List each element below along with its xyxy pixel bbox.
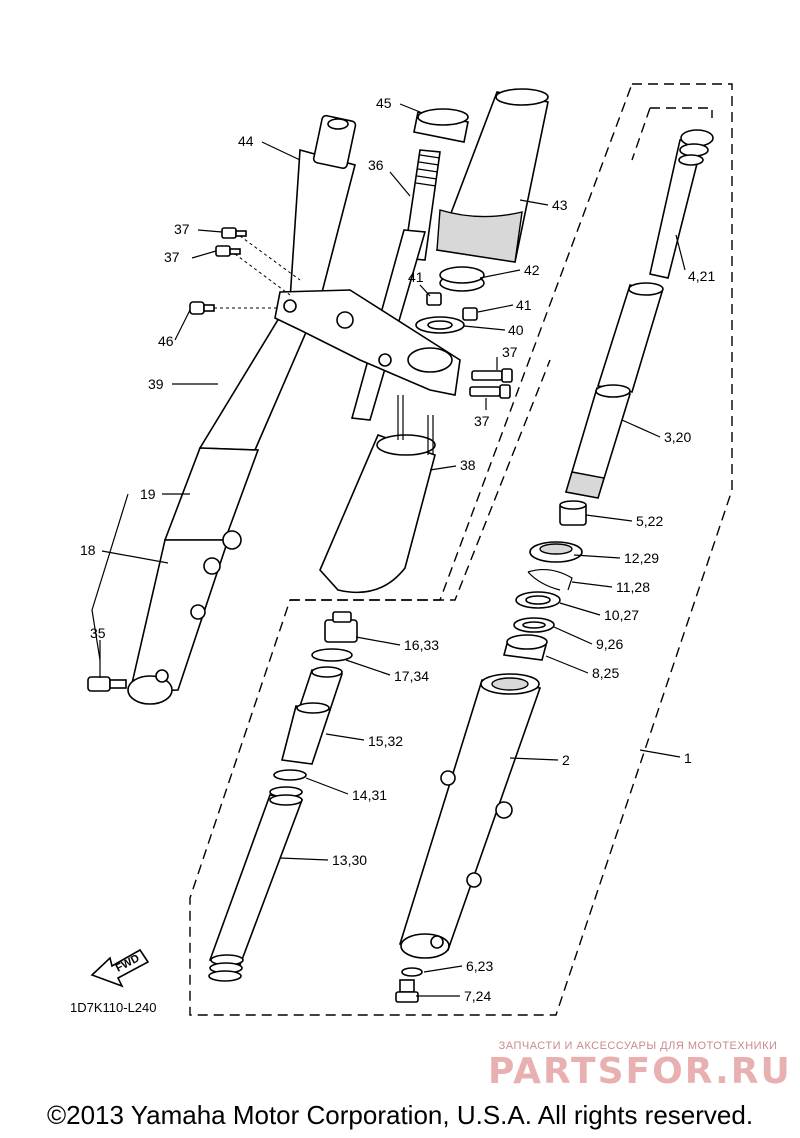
callout-3-20: 3,20 [664, 429, 691, 445]
cover-38 [319, 395, 436, 594]
callout-14-31: 14,31 [352, 787, 387, 803]
callout-2: 2 [562, 752, 570, 768]
bolt-46 [189, 301, 280, 315]
triple-clamp [274, 289, 461, 396]
callout-39: 39 [148, 376, 164, 392]
watermark-subtitle: ЗАПЧАСТИ И АКСЕССУАРЫ ДЛЯ МОТОТЕХНИКИ [498, 1040, 778, 1052]
callout-18: 18 [80, 542, 96, 558]
copyright-notice: ©2013 Yamaha Motor Corporation, U.S.A. A… [46, 1100, 754, 1130]
ring-9-26 [513, 617, 555, 633]
callout-15-32: 15,32 [368, 733, 403, 749]
callout-41-b: 41 [516, 297, 532, 313]
bushing-8-25 [502, 634, 548, 661]
callout-9-26: 9,26 [596, 636, 623, 652]
callout-12-29: 12,29 [624, 550, 659, 566]
callout-44: 44 [238, 133, 254, 149]
cap-bolt-16-33 [324, 611, 358, 643]
callout-4-21: 4,21 [688, 268, 715, 284]
bolts-37-right [469, 368, 513, 399]
cover-43 [435, 88, 549, 263]
callout-46: 46 [158, 333, 174, 349]
callout-1: 1 [684, 750, 692, 766]
watermark-brand: PARTSFOR.RU [488, 1051, 792, 1092]
bolt-7-24 [395, 979, 419, 1003]
washer-6-23 [401, 967, 423, 977]
callout-10-27: 10,27 [604, 607, 639, 623]
callout-13-30: 13,30 [332, 852, 367, 868]
callout-36: 36 [368, 157, 384, 173]
callout-37-d: 37 [474, 413, 490, 429]
watermark: ЗАПЧАСТИ И АКСЕССУАРЫ ДЛЯ МОТОТЕХНИКИ PA… [488, 1040, 792, 1092]
collar-5-22 [559, 500, 587, 526]
callout-6-23: 6,23 [466, 958, 493, 974]
callout-7-24: 7,24 [464, 988, 491, 1004]
washer-14-31 [273, 769, 307, 781]
spring-13-30 [208, 786, 304, 982]
ring-42 [439, 266, 485, 292]
callout-37-c: 37 [502, 344, 518, 360]
inner-fork-tube-2 [398, 673, 542, 959]
outer-fork-tube [127, 114, 357, 705]
callout-labels: 45 44 36 43 37 37 42 41 41 40 46 37 39 3… [70, 95, 715, 1015]
callout-16-33: 16,33 [404, 637, 439, 653]
callout-11-28: 11,28 [616, 579, 650, 595]
callout-35: 35 [90, 625, 106, 641]
fork-exploded-diagram: FWD [70, 83, 733, 1016]
callout-19: 19 [140, 486, 156, 502]
leader-lines [91, 103, 686, 997]
sub-boundary [290, 359, 551, 601]
callout-41-a: 41 [408, 269, 424, 285]
callout-40: 40 [508, 322, 524, 338]
callout-42: 42 [524, 262, 540, 278]
callout-17-34: 17,34 [394, 668, 429, 684]
diagram-code: 1D7K110-L240 [70, 1000, 157, 1015]
callout-43: 43 [552, 197, 568, 213]
callout-38: 38 [460, 457, 476, 473]
circlip-11-28 [527, 568, 573, 591]
bolts-37-upper [215, 227, 301, 296]
damper-cylinder-3-20 [564, 282, 664, 499]
bearing-45 [413, 108, 469, 143]
fwd-arrow-icon: FWD [90, 948, 150, 988]
damper-rod-4-21 [649, 129, 714, 279]
o-ring-17-34 [311, 648, 353, 662]
bolt-35 [87, 676, 127, 692]
callout-5-22: 5,22 [636, 513, 663, 529]
callout-8-25: 8,25 [592, 665, 619, 681]
callout-37-b: 37 [164, 249, 180, 265]
nuts-41-washer-40 [415, 292, 478, 334]
spacer-15-32 [280, 666, 344, 765]
callout-37-a: 37 [174, 221, 190, 237]
callout-45: 45 [376, 95, 392, 111]
washer-10-27 [515, 591, 561, 609]
oil-seal-12-29 [529, 541, 583, 563]
